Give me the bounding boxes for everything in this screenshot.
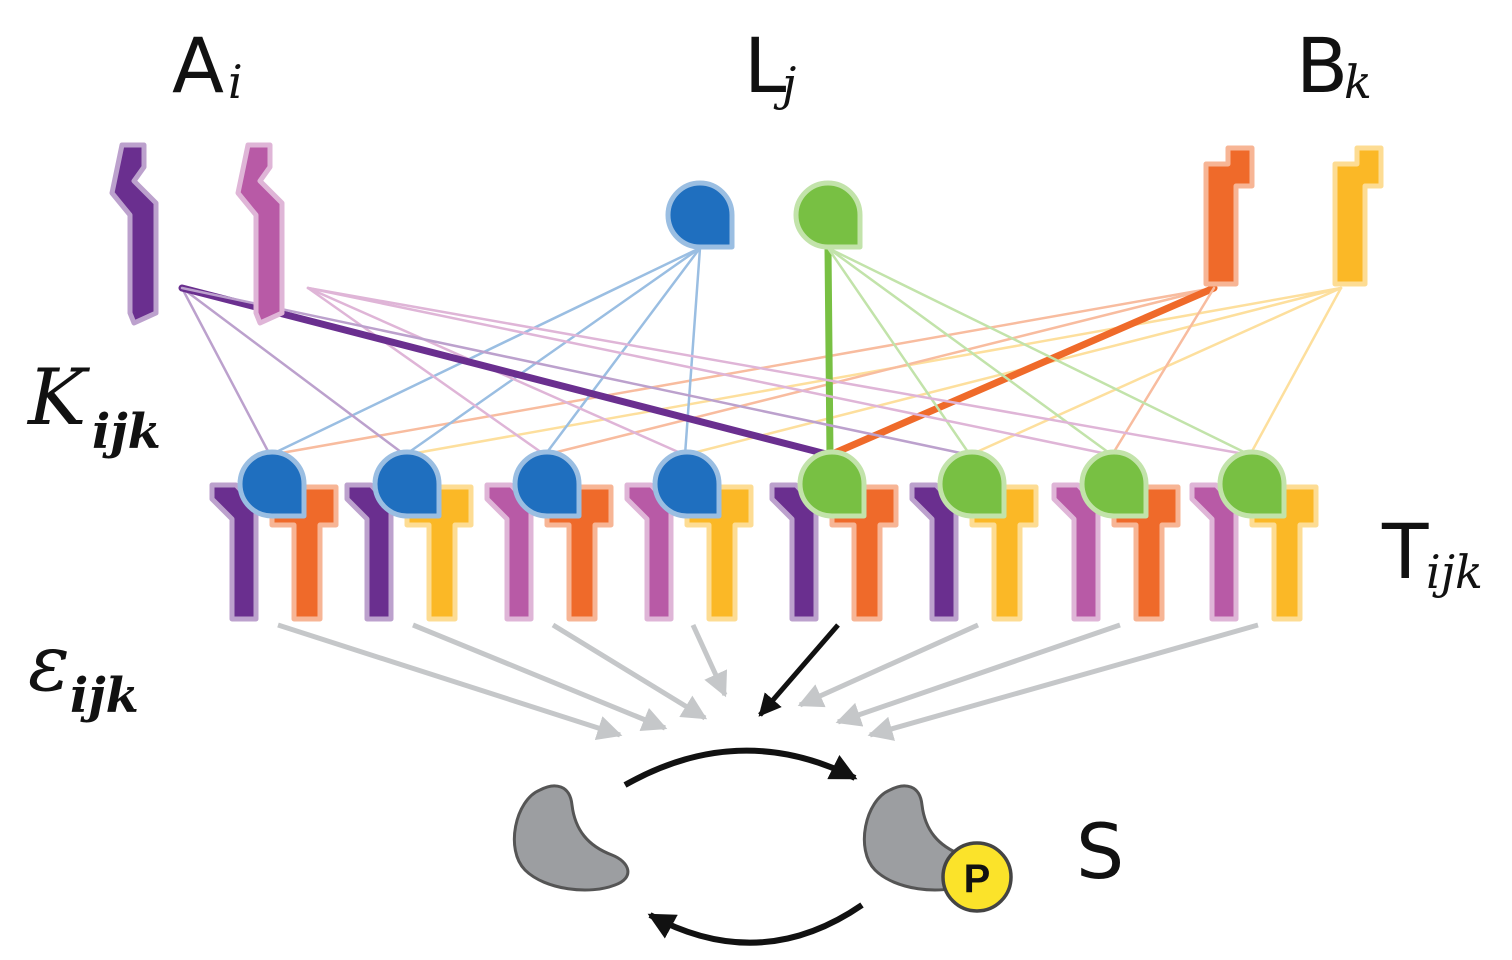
complex-5-l-part <box>797 449 867 519</box>
label-l: L j <box>744 21 796 111</box>
edge-l-complex-5 <box>824 244 834 459</box>
phosphorylation-arrow <box>623 747 858 788</box>
complex-6-l-part <box>937 449 1007 519</box>
activity-arrow-2 <box>412 622 668 732</box>
phosphate-label: P <box>964 857 991 901</box>
label-e-main: ε <box>28 619 70 709</box>
label-a: A i <box>172 21 243 110</box>
edge-b-complex-1 <box>268 286 1216 457</box>
edge-b-complex-8 <box>1248 286 1343 457</box>
edge-l-complex-3 <box>543 246 702 457</box>
activity-arrow-5 <box>758 623 840 717</box>
substrate-unphosphorylated <box>512 784 630 892</box>
label-e-sub: ijk <box>70 668 139 724</box>
phosphate-group <box>941 841 1013 913</box>
complex-8 <box>1189 449 1319 622</box>
b-component-1 <box>1203 145 1255 287</box>
edge-a-complex-7 <box>306 286 1114 457</box>
edge-a-complex-5 <box>178 284 834 459</box>
activity-arrows <box>277 622 1259 741</box>
complex-2-l-part <box>372 449 442 519</box>
complex-6 <box>909 449 1039 622</box>
label-t-main: T <box>1381 507 1429 596</box>
label-k-main: K <box>26 353 91 443</box>
label-a-sub: i <box>228 55 243 109</box>
a-component-2 <box>235 142 285 326</box>
activity-arrow-4 <box>690 623 728 698</box>
edge-b-complex-2 <box>403 286 1343 457</box>
edge-b-complex-7 <box>1110 286 1216 457</box>
edge-b-complex-4 <box>683 286 1343 457</box>
label-s-main: S <box>1076 807 1124 896</box>
substrate-cycle: P <box>512 747 1013 946</box>
edge-a-complex-8 <box>306 286 1252 457</box>
complex-8-l-part <box>1217 449 1287 519</box>
label-k: K ijk <box>26 353 161 460</box>
edge-a-complex-3 <box>306 286 547 457</box>
label-b: B k <box>1296 21 1372 110</box>
activity-arrow-3 <box>551 622 708 721</box>
complex-3 <box>484 449 614 622</box>
b-component-2 <box>1332 145 1384 287</box>
label-s: S <box>1076 807 1124 896</box>
label-b-sub: k <box>1344 55 1372 109</box>
complex-4 <box>624 449 754 622</box>
complex-5 <box>769 449 899 622</box>
activity-arrow-1 <box>277 622 623 741</box>
edge-l-complex-2 <box>403 246 702 457</box>
complex-2 <box>344 449 474 622</box>
edge-b-complex-5 <box>826 284 1218 459</box>
l-component-1 <box>665 180 735 250</box>
label-a-main: A <box>172 21 224 110</box>
component-species <box>109 142 1384 326</box>
dephosphorylation-arrow <box>647 902 864 946</box>
activity-arrow-6 <box>797 622 980 708</box>
complex-1 <box>209 449 339 622</box>
label-t-sub: ijk <box>1426 545 1483 599</box>
edge-a-complex-6 <box>180 286 972 457</box>
label-b-main: B <box>1296 21 1348 110</box>
substrate-phosphorylated: P <box>862 784 1013 913</box>
complex-3-l-part <box>512 449 582 519</box>
edge-b-complex-6 <box>968 286 1343 457</box>
activity-arrow-8 <box>867 622 1259 741</box>
complex-1-l-part <box>237 449 307 519</box>
label-e: ε ijk <box>28 619 139 724</box>
edge-a-complex-1 <box>180 286 272 457</box>
label-t: T ijk <box>1381 507 1483 599</box>
trimer-complexes <box>209 449 1319 622</box>
complex-7-l-part <box>1079 449 1149 519</box>
edge-a-complex-2 <box>180 286 407 457</box>
complex-4-l-part <box>652 449 722 519</box>
l-component-2 <box>793 180 863 250</box>
binding-edges <box>178 244 1343 459</box>
edge-l-complex-7 <box>826 246 1114 457</box>
edge-l-complex-8 <box>826 246 1252 457</box>
a-component-1 <box>109 142 159 326</box>
label-l-main: L <box>744 21 786 110</box>
label-k-sub: ijk <box>92 404 161 460</box>
complex-7 <box>1051 449 1181 622</box>
edge-b-complex-3 <box>543 286 1216 457</box>
activity-arrow-7 <box>835 622 1121 727</box>
